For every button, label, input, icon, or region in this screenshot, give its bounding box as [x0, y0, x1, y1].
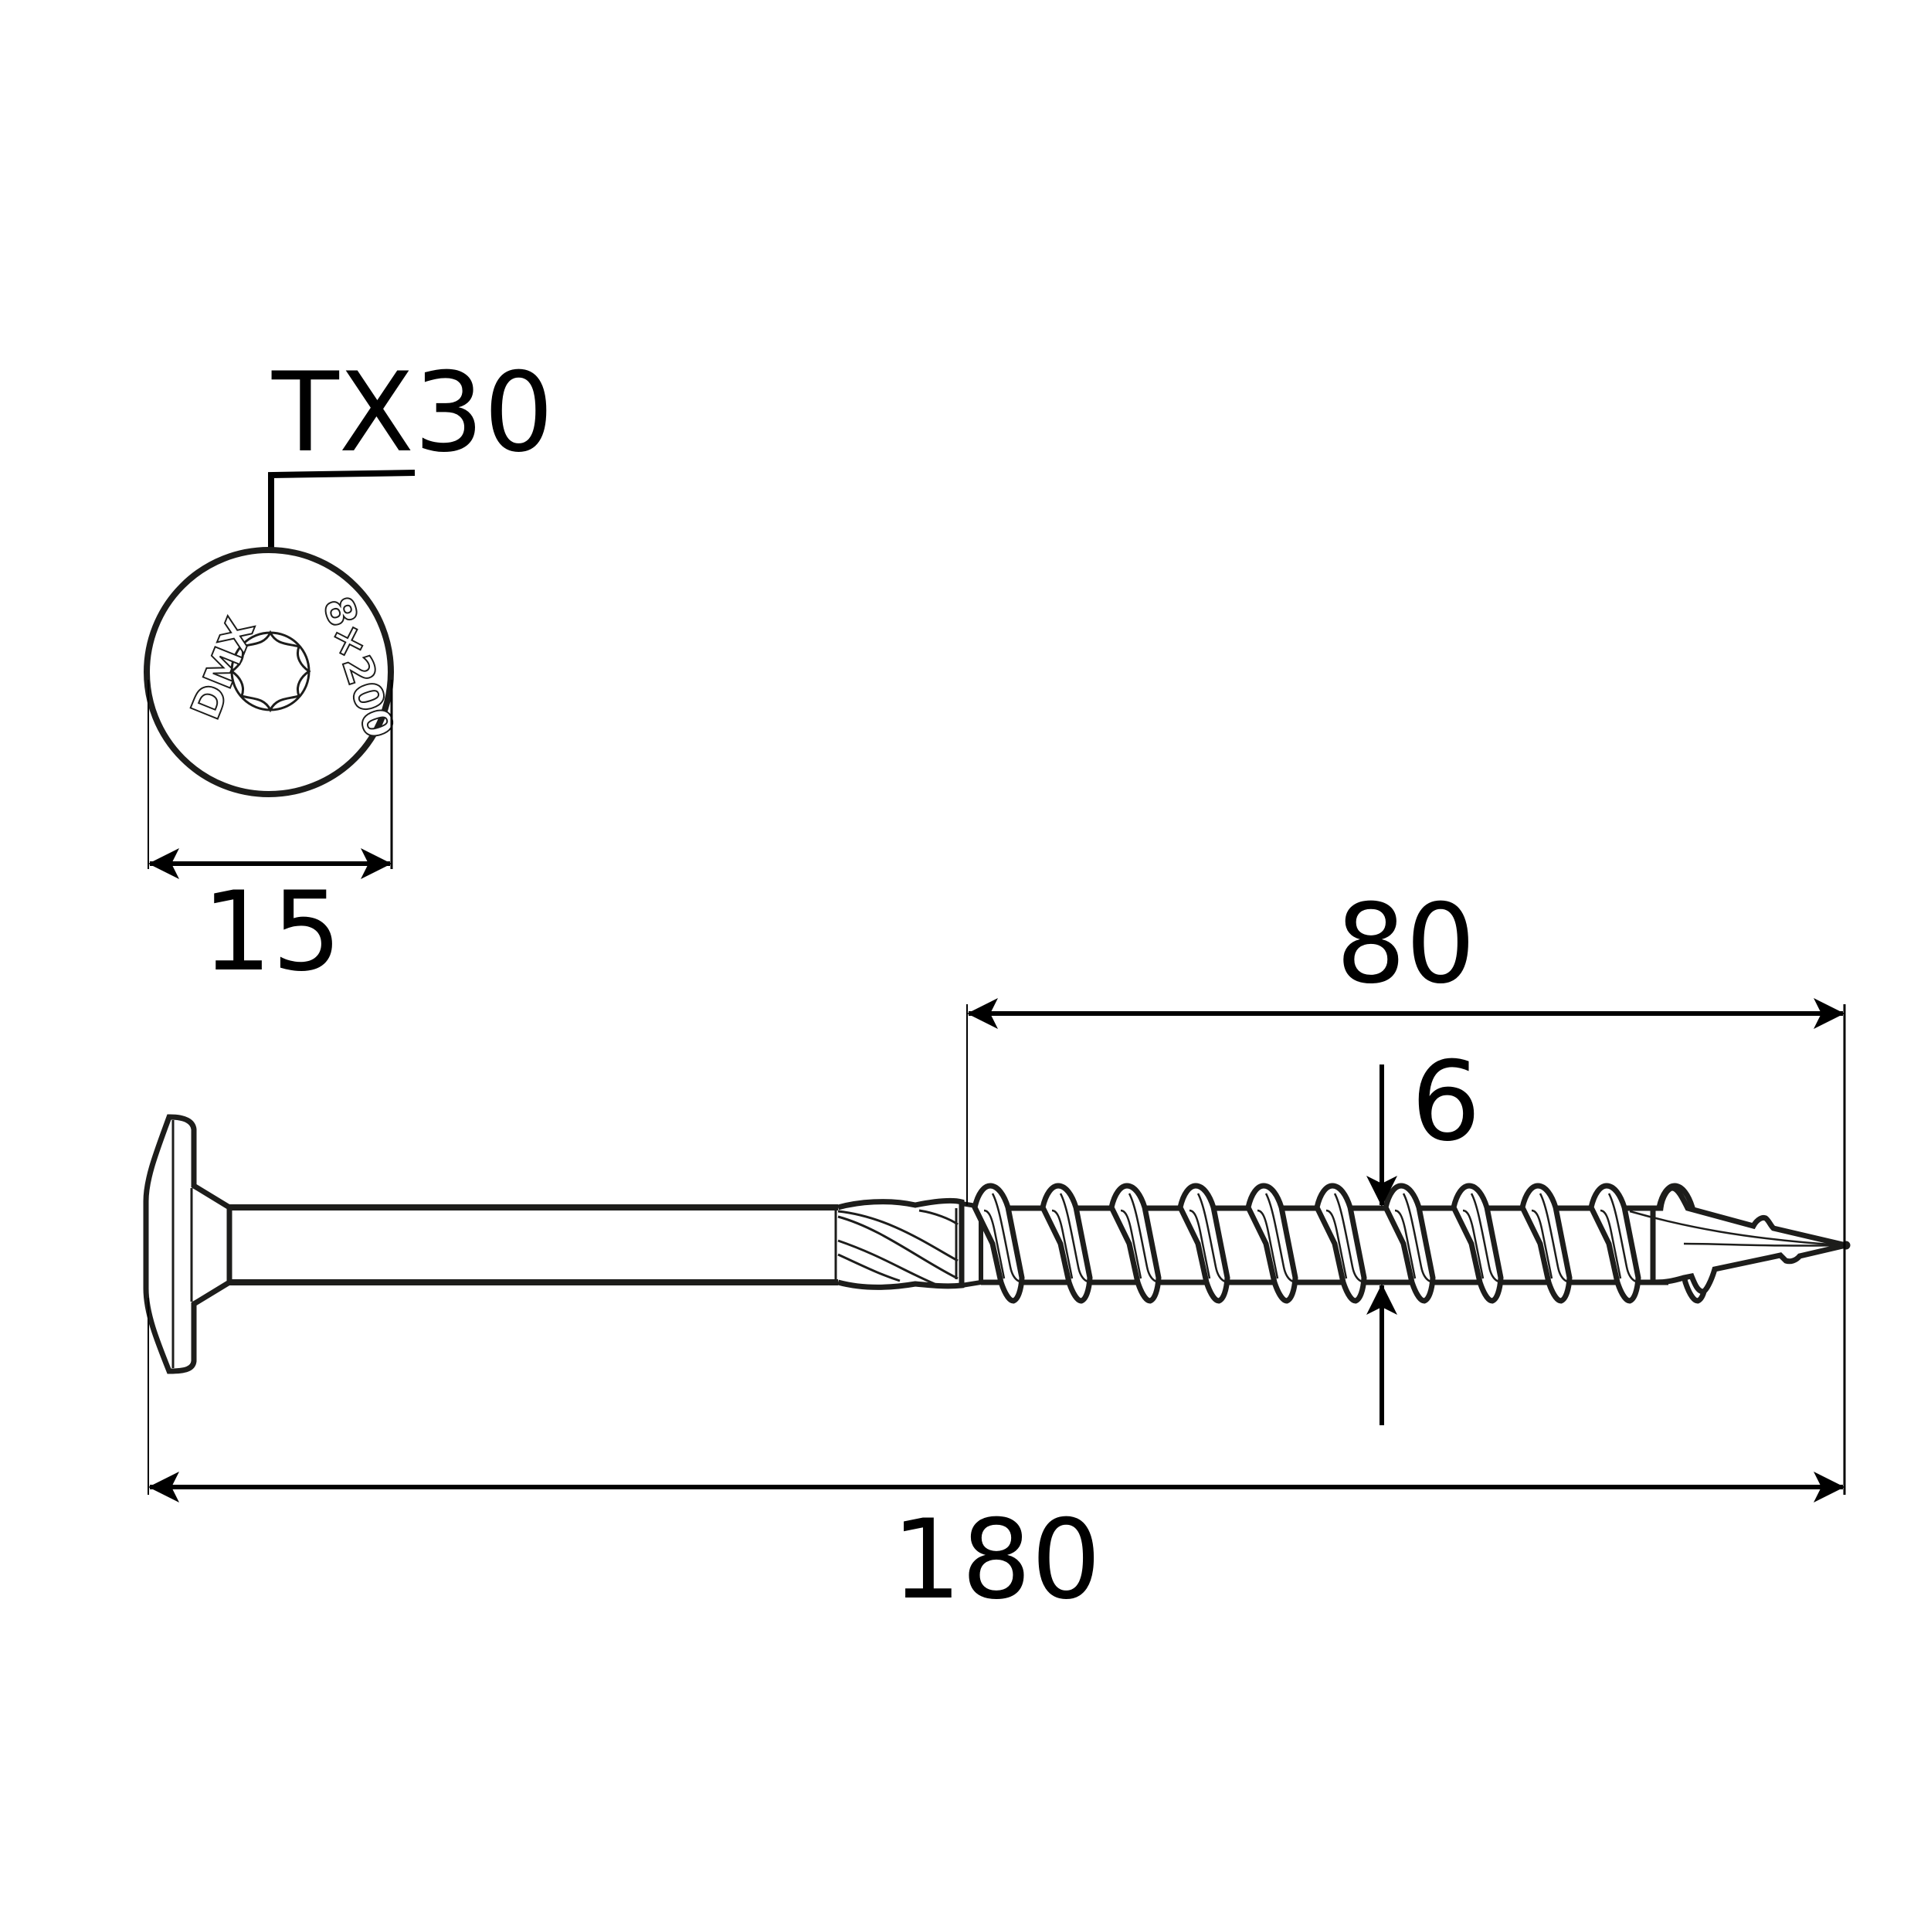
screw-side-view — [143, 1114, 1851, 1374]
screw-shank — [229, 1204, 838, 1285]
side-view-dimensions: 80 6 180 — [148, 881, 1846, 1624]
screw-tip — [1629, 1185, 1851, 1295]
total-length-label: 180 — [891, 1496, 1101, 1624]
head-diameter-label: 15 — [202, 868, 342, 996]
head-circle — [144, 547, 394, 797]
screw-milling-section — [834, 1197, 983, 1290]
core-diameter-label: 6 — [1411, 1038, 1481, 1166]
screw-head — [143, 1114, 232, 1374]
thread-length-label: 80 — [1336, 881, 1476, 1008]
torx-recess-icon — [229, 630, 311, 713]
screw-threads — [972, 1183, 1706, 1304]
drive-type-label: TX30 — [271, 349, 554, 477]
head-top-view: TX30 DMX 8×200 15 — [144, 349, 554, 996]
